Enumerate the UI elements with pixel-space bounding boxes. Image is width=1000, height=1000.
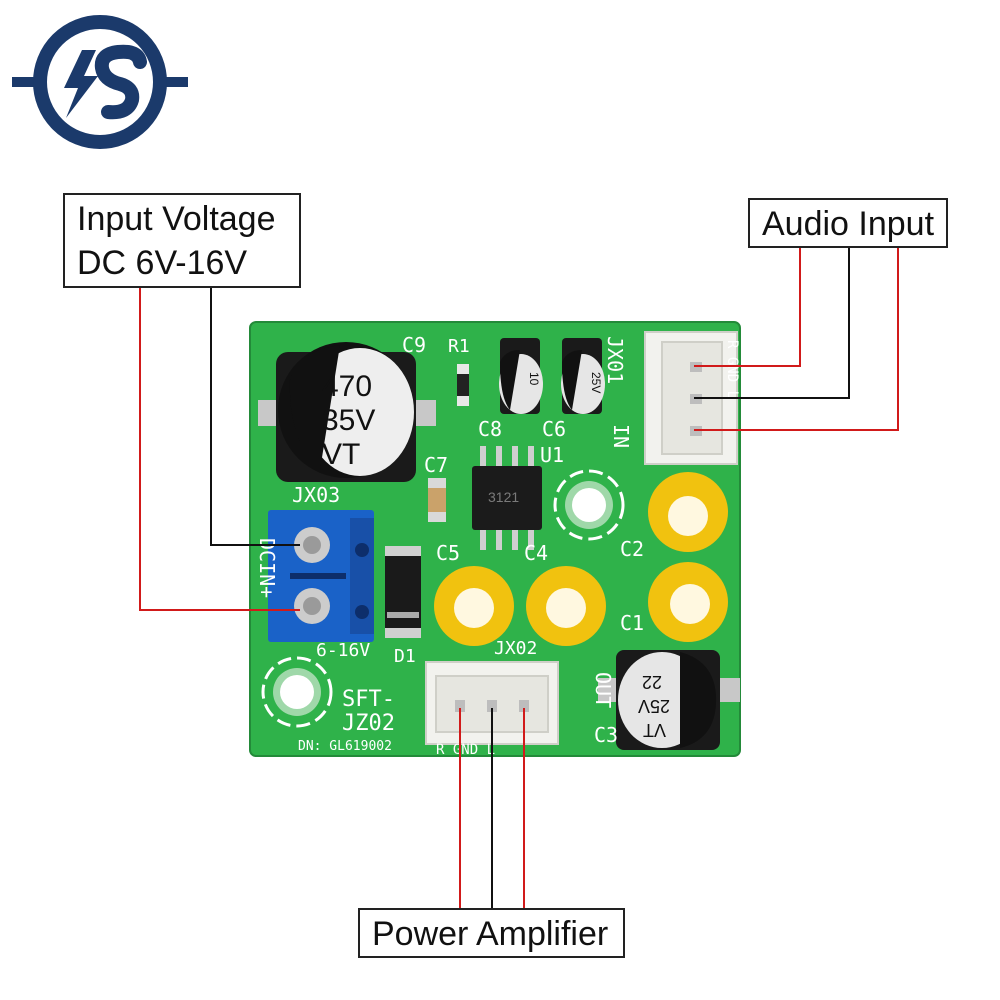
label-c6: C6: [542, 417, 566, 441]
capacitor-c8: [499, 338, 543, 414]
capacitor-c5: [434, 566, 514, 646]
label-c2: C2: [620, 537, 644, 561]
wires-power-amplifier: [459, 708, 525, 908]
label-board-name-1: SFT-: [342, 687, 395, 712]
pcb-board: 470 35V VT 10 25V: [249, 321, 741, 758]
label-in-pins: R GND L: [724, 340, 740, 399]
wires-input-voltage: [139, 288, 300, 611]
cap-c9-series: VT: [322, 438, 360, 471]
capacitor-c9: 470 35V VT: [258, 342, 436, 482]
label-c7: C7: [424, 453, 448, 477]
cap-c9-voltage: 35V: [322, 404, 375, 437]
cap-c3-voltage: 25V: [638, 696, 670, 716]
label-c5: C5: [436, 541, 460, 565]
input-voltage-callout: Input Voltage DC 6V-16V: [63, 193, 301, 288]
label-voltage-range: 6-16V: [316, 640, 370, 661]
label-out-pins: R GND L: [436, 742, 495, 758]
label-jx02: JX02: [494, 638, 537, 659]
label-c3: C3: [594, 723, 618, 747]
label-in: IN: [609, 424, 633, 448]
cap-c8-value: 10: [527, 372, 541, 386]
mounting-hole-center: [553, 469, 625, 541]
label-u1: U1: [540, 443, 564, 467]
capacitor-c7: [428, 478, 446, 522]
brand-logo: [12, 15, 188, 149]
mounting-hole-left: [261, 656, 333, 728]
input-voltage-line-2: DC 6V-16V: [77, 244, 248, 282]
label-board-name-2: JZ02: [342, 711, 395, 736]
capacitor-c4: [526, 566, 606, 646]
label-c9: C9: [402, 333, 426, 357]
label-dn: DN: GL619002: [298, 739, 392, 754]
label-c8: C8: [478, 417, 502, 441]
resistor-r1: [457, 364, 469, 406]
label-jx01: JX01: [603, 336, 627, 384]
label-c1: C1: [620, 611, 644, 635]
capacitor-c3: [598, 650, 740, 750]
cap-c3-series: VT: [643, 720, 666, 740]
label-d1: D1: [394, 646, 416, 667]
wires-audio-input: [694, 248, 899, 431]
label-dcin: DCIN+: [255, 538, 279, 598]
label-c4: C4: [524, 541, 548, 565]
terminal-block-jx03: [268, 510, 374, 642]
label-out: OUT: [591, 672, 615, 708]
diode-d1: [385, 546, 421, 638]
audio-input-callout: Audio Input: [748, 198, 948, 248]
label-r1: R1: [448, 336, 470, 357]
capacitor-c6: [561, 338, 605, 414]
audio-input-label: Audio Input: [762, 205, 935, 243]
input-voltage-line-1: Input Voltage: [77, 200, 276, 238]
chip-marking: 3121: [488, 489, 519, 505]
cap-c9-value: 470: [322, 370, 372, 403]
capacitor-c2: [648, 472, 728, 552]
power-amplifier-callout: Power Amplifier: [358, 908, 625, 958]
cap-c6-voltage: 25V: [589, 372, 603, 393]
cap-c3-value: 22: [642, 672, 662, 692]
label-jx03: JX03: [292, 483, 340, 507]
capacitor-c1: [648, 562, 728, 642]
power-amplifier-label: Power Amplifier: [372, 915, 609, 953]
chip-u1: [472, 446, 542, 550]
